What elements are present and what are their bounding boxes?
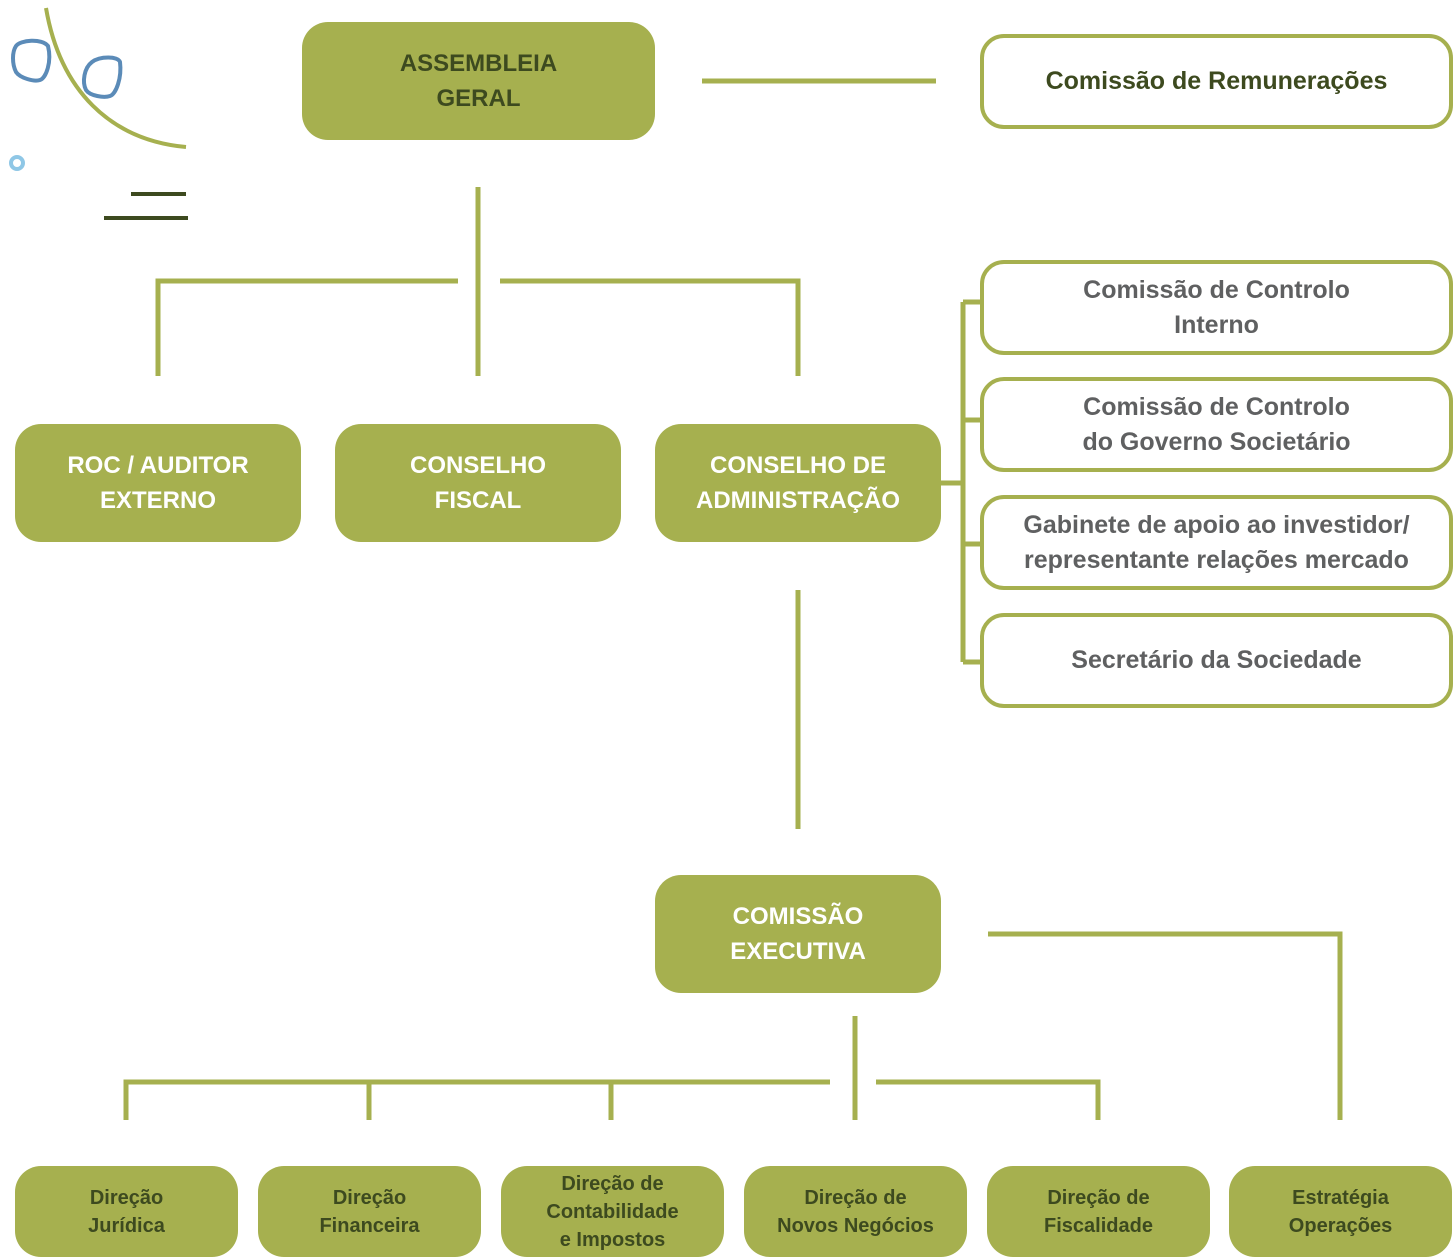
- fiscal-line-2: FISCAL: [434, 487, 522, 514]
- committee-secretario: Secretário da Sociedade: [980, 613, 1453, 708]
- roc-line-2: EXTERNO: [99, 487, 216, 514]
- committee-1-line-2: Interno: [1174, 310, 1259, 339]
- roc-auditor-box: ROC / AUDITOR EXTERNO: [15, 424, 301, 542]
- comissao-remuneracoes-box: Comissão de Remunerações: [980, 34, 1453, 129]
- administracao-line-2: ADMINISTRAÇÃO: [696, 487, 900, 514]
- direcao-fiscalidade-box: Direção de Fiscalidade: [987, 1166, 1210, 1257]
- committee-governo-societario: Comissão de Controlo do Governo Societár…: [980, 377, 1453, 472]
- remuneracoes-label: Comissão de Remunerações: [1045, 67, 1388, 95]
- direcao-juridica-box: Direção Jurídica: [15, 1166, 238, 1257]
- logo-leaves-icon: [9, 7, 188, 220]
- dir-6-line-1: Estratégia: [1292, 1186, 1389, 1209]
- direcao-financeira-box: Direção Financeira: [258, 1166, 481, 1257]
- committee-4-line-1: Secretário da Sociedade: [1071, 646, 1362, 674]
- dir-6-line-2: Operações: [1288, 1214, 1393, 1237]
- dir-1-line-1: Direção: [89, 1186, 164, 1209]
- direcao-novos-negocios-box: Direção de Novos Negócios: [744, 1166, 967, 1257]
- committee-1-line-1: Comissão de Controlo: [1083, 275, 1350, 304]
- comissao-executiva-box: COMISSÃO EXECUTIVA: [655, 875, 941, 993]
- dir-3-line-2: Contabilidade: [546, 1200, 679, 1223]
- executiva-line-1: COMISSÃO: [732, 903, 864, 930]
- dir-4-line-1: Direção de: [804, 1186, 907, 1209]
- assembleia-line-2: GERAL: [436, 85, 521, 112]
- dir-2-line-1: Direção: [332, 1186, 407, 1209]
- conselho-administracao-box: CONSELHO DE ADMINISTRAÇÃO: [655, 424, 941, 542]
- committee-3-line-2: representante relações mercado: [1024, 545, 1409, 574]
- roc-line-1: ROC / AUDITOR: [67, 452, 249, 479]
- fiscal-line-1: CONSELHO: [409, 452, 546, 479]
- dir-1-line-2: Jurídica: [88, 1214, 165, 1237]
- committee-gabinete-investidor: Gabinete de apoio ao investidor/ represe…: [980, 495, 1453, 590]
- committee-controlo-interno: Comissão de Controlo Interno: [980, 260, 1453, 355]
- dir-5-line-1: Direção de: [1047, 1186, 1150, 1209]
- executiva-line-2: EXECUTIVA: [730, 938, 866, 965]
- administracao-line-1: CONSELHO DE: [709, 452, 886, 479]
- dir-3-line-1: Direção de: [561, 1172, 664, 1195]
- dir-2-line-2: Financeira: [319, 1214, 420, 1237]
- assembleia-line-1: ASSEMBLEIA: [399, 50, 558, 77]
- committee-2-line-2: do Governo Societário: [1082, 427, 1351, 456]
- committee-2-line-1: Comissão de Controlo: [1083, 392, 1350, 421]
- conselho-fiscal-box: CONSELHO FISCAL: [335, 424, 621, 542]
- dir-4-line-2: Novos Negócios: [777, 1214, 934, 1237]
- estrategia-operacoes-box: Estratégia Operações: [1229, 1166, 1452, 1257]
- committee-3-line-1: Gabinete de apoio ao investidor/: [1023, 510, 1410, 539]
- dir-5-line-2: Fiscalidade: [1044, 1214, 1153, 1237]
- dir-3-line-3: e Impostos: [559, 1228, 666, 1251]
- assembleia-geral-box: ASSEMBLEIA GERAL: [302, 22, 655, 140]
- direcao-contabilidade-box: Direção de Contabilidade e Impostos: [501, 1166, 724, 1257]
